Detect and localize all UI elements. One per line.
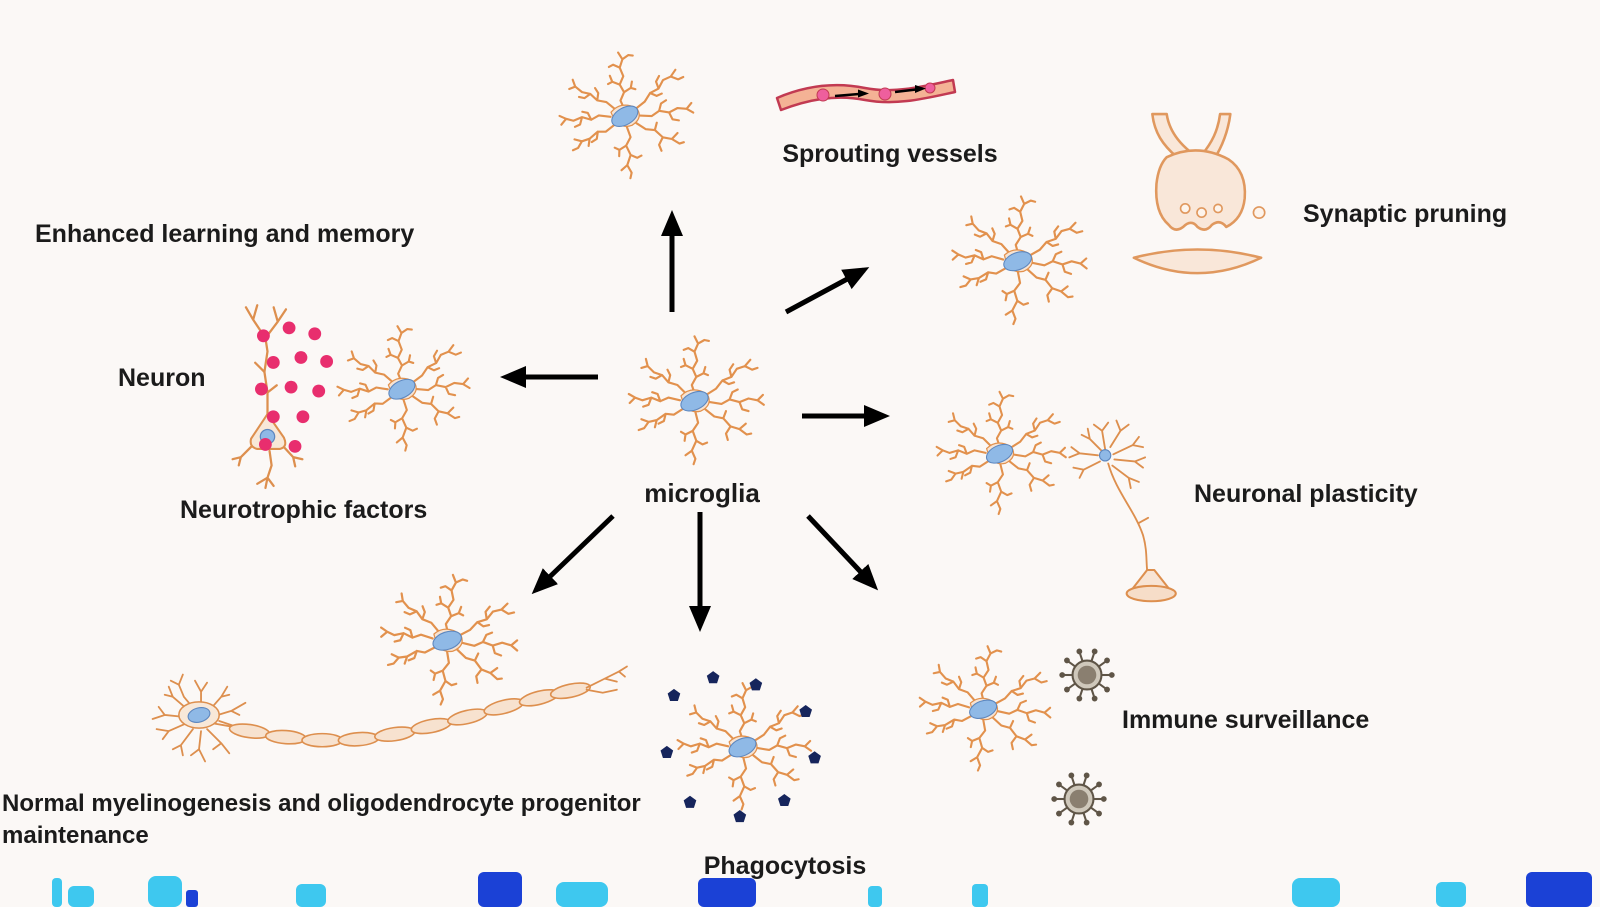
microglia-cell-icon bbox=[552, 44, 701, 186]
pathogen-icon bbox=[1050, 771, 1108, 827]
pyramidal-neuron-icon bbox=[231, 304, 304, 490]
synapse-icon bbox=[1132, 112, 1266, 275]
immune-surveillance-label: Immune surveillance bbox=[1122, 706, 1370, 734]
caption-fragment bbox=[296, 884, 326, 907]
sprouting-vessels-label: Sprouting vessels bbox=[782, 140, 998, 168]
enhanced-learning-label: Enhanced learning and memory bbox=[35, 220, 415, 248]
caption-fragment bbox=[148, 876, 182, 907]
caption-fragment bbox=[52, 878, 62, 907]
caption-fragment bbox=[972, 884, 988, 907]
phagocytosis-label: Phagocytosis bbox=[703, 852, 867, 880]
neuronal-plasticity-label: Neuronal plasticity bbox=[1194, 480, 1418, 508]
caption-fragment bbox=[478, 872, 522, 907]
caption-fragment bbox=[186, 890, 198, 907]
caption-fragment bbox=[1526, 872, 1592, 907]
caption-fragment bbox=[1436, 882, 1466, 907]
nucleus-icon bbox=[187, 706, 211, 723]
myelinogenesis-label: Normal myelinogenesis and oligodendrocyt… bbox=[2, 790, 641, 850]
neurotrophic-factors-label: Neurotrophic factors bbox=[180, 496, 428, 524]
caption-fragment bbox=[698, 878, 756, 907]
caption-fragment bbox=[1292, 878, 1340, 907]
pathogen-icon bbox=[1058, 647, 1116, 703]
synaptic-pruning-label: Synaptic pruning bbox=[1303, 200, 1508, 228]
phagocytosis-microglia-icon bbox=[660, 671, 821, 823]
neuron-label: Neuron bbox=[118, 364, 206, 392]
nucleus-icon bbox=[1098, 449, 1112, 462]
caption-fragment bbox=[556, 882, 608, 907]
central-microglia-cell-icon bbox=[627, 335, 765, 466]
neuron-growth-cone-icon bbox=[1068, 419, 1177, 603]
sprouting-vessel-icon bbox=[775, 78, 957, 112]
neurotrophic-factor-dots-icon bbox=[255, 321, 334, 453]
caption-fragment bbox=[68, 886, 94, 907]
microglia-label: microglia bbox=[644, 478, 760, 508]
oligodendrocyte-myelin-icon bbox=[151, 665, 628, 763]
caption-fragment bbox=[868, 886, 882, 907]
microglia-cell-icon bbox=[947, 191, 1092, 329]
